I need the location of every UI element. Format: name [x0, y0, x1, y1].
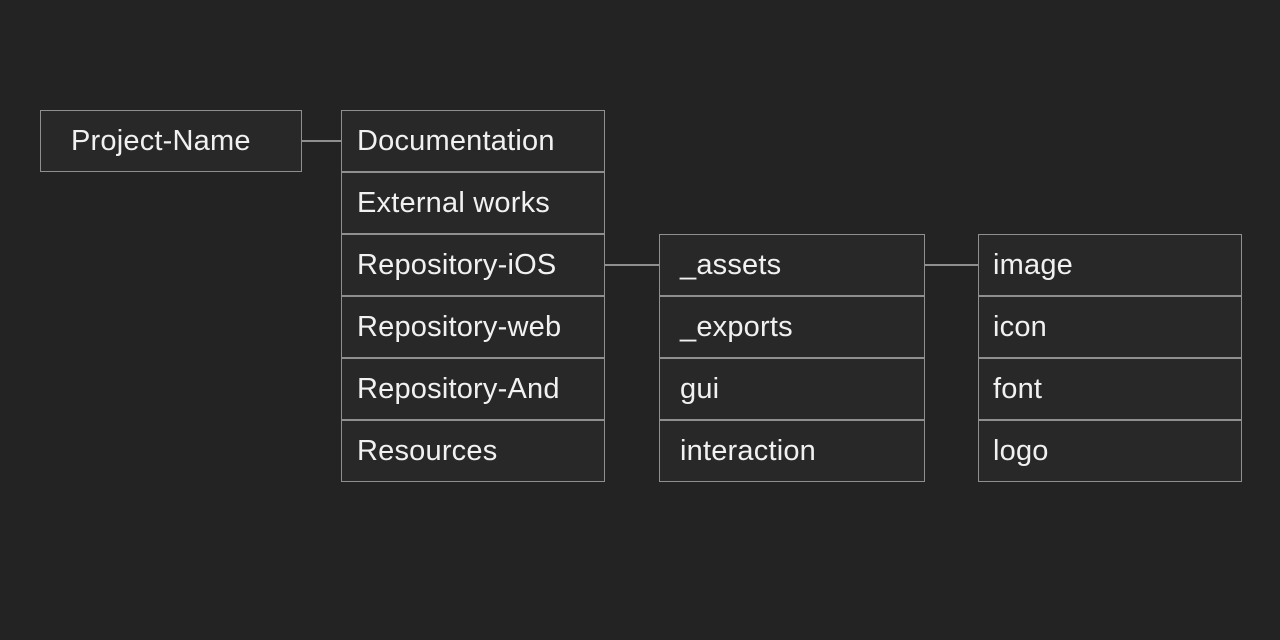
tree-node-assets: _assets [659, 234, 925, 296]
tree-node-repository-ios: Repository-iOS [341, 234, 605, 296]
tree-node-logo: logo [978, 420, 1242, 482]
node-label: font [993, 372, 1043, 405]
tree-node-resources: Resources [341, 420, 605, 482]
node-label: Repository-web [357, 310, 562, 343]
tree-node-external-works: External works [341, 172, 605, 234]
tree-node-interaction: interaction [659, 420, 925, 482]
tree-level-1: Documentation External works Repository-… [341, 110, 605, 482]
tree-level-2: _assets _exports gui interaction [659, 234, 925, 482]
node-label: External works [357, 186, 550, 219]
tree-node-documentation: Documentation [341, 110, 605, 172]
node-label: image [993, 248, 1073, 281]
tree-node-exports: _exports [659, 296, 925, 358]
node-label: _assets [680, 248, 782, 281]
tree-node-image: image [978, 234, 1242, 296]
tree-level-root: Project-Name [40, 110, 302, 172]
node-label: Project-Name [71, 124, 251, 157]
tree-node-project-name: Project-Name [40, 110, 302, 172]
connector-repository-ios-assets [605, 264, 659, 266]
tree-node-repository-web: Repository-web [341, 296, 605, 358]
tree-node-icon: icon [978, 296, 1242, 358]
node-label: Repository-iOS [357, 248, 557, 281]
node-label: logo [993, 434, 1049, 467]
node-label: icon [993, 310, 1047, 343]
node-label: Resources [357, 434, 498, 467]
node-label: Documentation [357, 124, 555, 157]
tree-level-3: image icon font logo [978, 234, 1242, 482]
node-label: _exports [680, 310, 793, 343]
tree-node-gui: gui [659, 358, 925, 420]
connector-assets-image [925, 264, 978, 266]
node-label: gui [680, 372, 720, 405]
node-label: interaction [680, 434, 816, 467]
connector-root-level1 [302, 140, 341, 142]
node-label: Repository-And [357, 372, 560, 405]
tree-node-font: font [978, 358, 1242, 420]
tree-node-repository-and: Repository-And [341, 358, 605, 420]
